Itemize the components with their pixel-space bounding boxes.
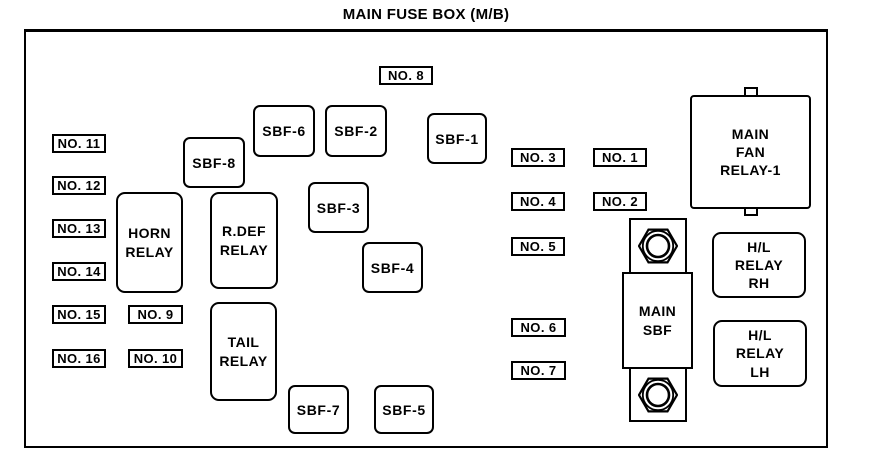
hex-nut-icon <box>637 226 679 266</box>
rdef-relay-box: R.DEF RELAY <box>210 192 278 289</box>
horn-relay-box: HORN RELAY <box>116 192 183 293</box>
sbf-6-box: SBF-6 <box>253 105 315 157</box>
sbf-4-box: SBF-4 <box>362 242 423 293</box>
hl-relay-lh-box: H/L RELAY LH <box>713 320 807 387</box>
sbf-8-box: SBF-8 <box>183 137 245 188</box>
fuse-label-no10: NO. 10 <box>128 349 183 368</box>
sbf-3-box: SBF-3 <box>308 182 369 233</box>
tail-relay-box: TAIL RELAY <box>210 302 277 401</box>
main-sbf-box: MAIN SBF <box>622 272 693 369</box>
hl-relay-rh-box: H/L RELAY RH <box>712 232 806 298</box>
fuse-label-no8: NO. 8 <box>379 66 433 85</box>
fuse-label-no12: NO. 12 <box>52 176 106 195</box>
sbf-7-box: SBF-7 <box>288 385 349 434</box>
hex-nut-icon <box>637 375 679 415</box>
fuse-label-no16: NO. 16 <box>52 349 106 368</box>
fuse-label-no4: NO. 4 <box>511 192 565 211</box>
fuse-label-no9: NO. 9 <box>128 305 183 324</box>
fuse-label-no13: NO. 13 <box>52 219 106 238</box>
fuse-label-no2: NO. 2 <box>593 192 647 211</box>
sbf-2-box: SBF-2 <box>325 105 387 157</box>
sbf-5-box: SBF-5 <box>374 385 434 434</box>
fuse-label-no5: NO. 5 <box>511 237 565 256</box>
sbf-1-box: SBF-1 <box>427 113 487 164</box>
fuse-label-no6: NO. 6 <box>511 318 566 337</box>
fuse-label-no1: NO. 1 <box>593 148 647 167</box>
fuse-label-no14: NO. 14 <box>52 262 106 281</box>
fuse-label-no11: NO. 11 <box>52 134 106 153</box>
fuse-label-no7: NO. 7 <box>511 361 566 380</box>
diagram-title: MAIN FUSE BOX (M/B) <box>342 6 510 23</box>
main-fan-relay-1-box: MAIN FAN RELAY-1 <box>690 95 811 209</box>
fuse-label-no15: NO. 15 <box>52 305 106 324</box>
fuse-label-no3: NO. 3 <box>511 148 565 167</box>
